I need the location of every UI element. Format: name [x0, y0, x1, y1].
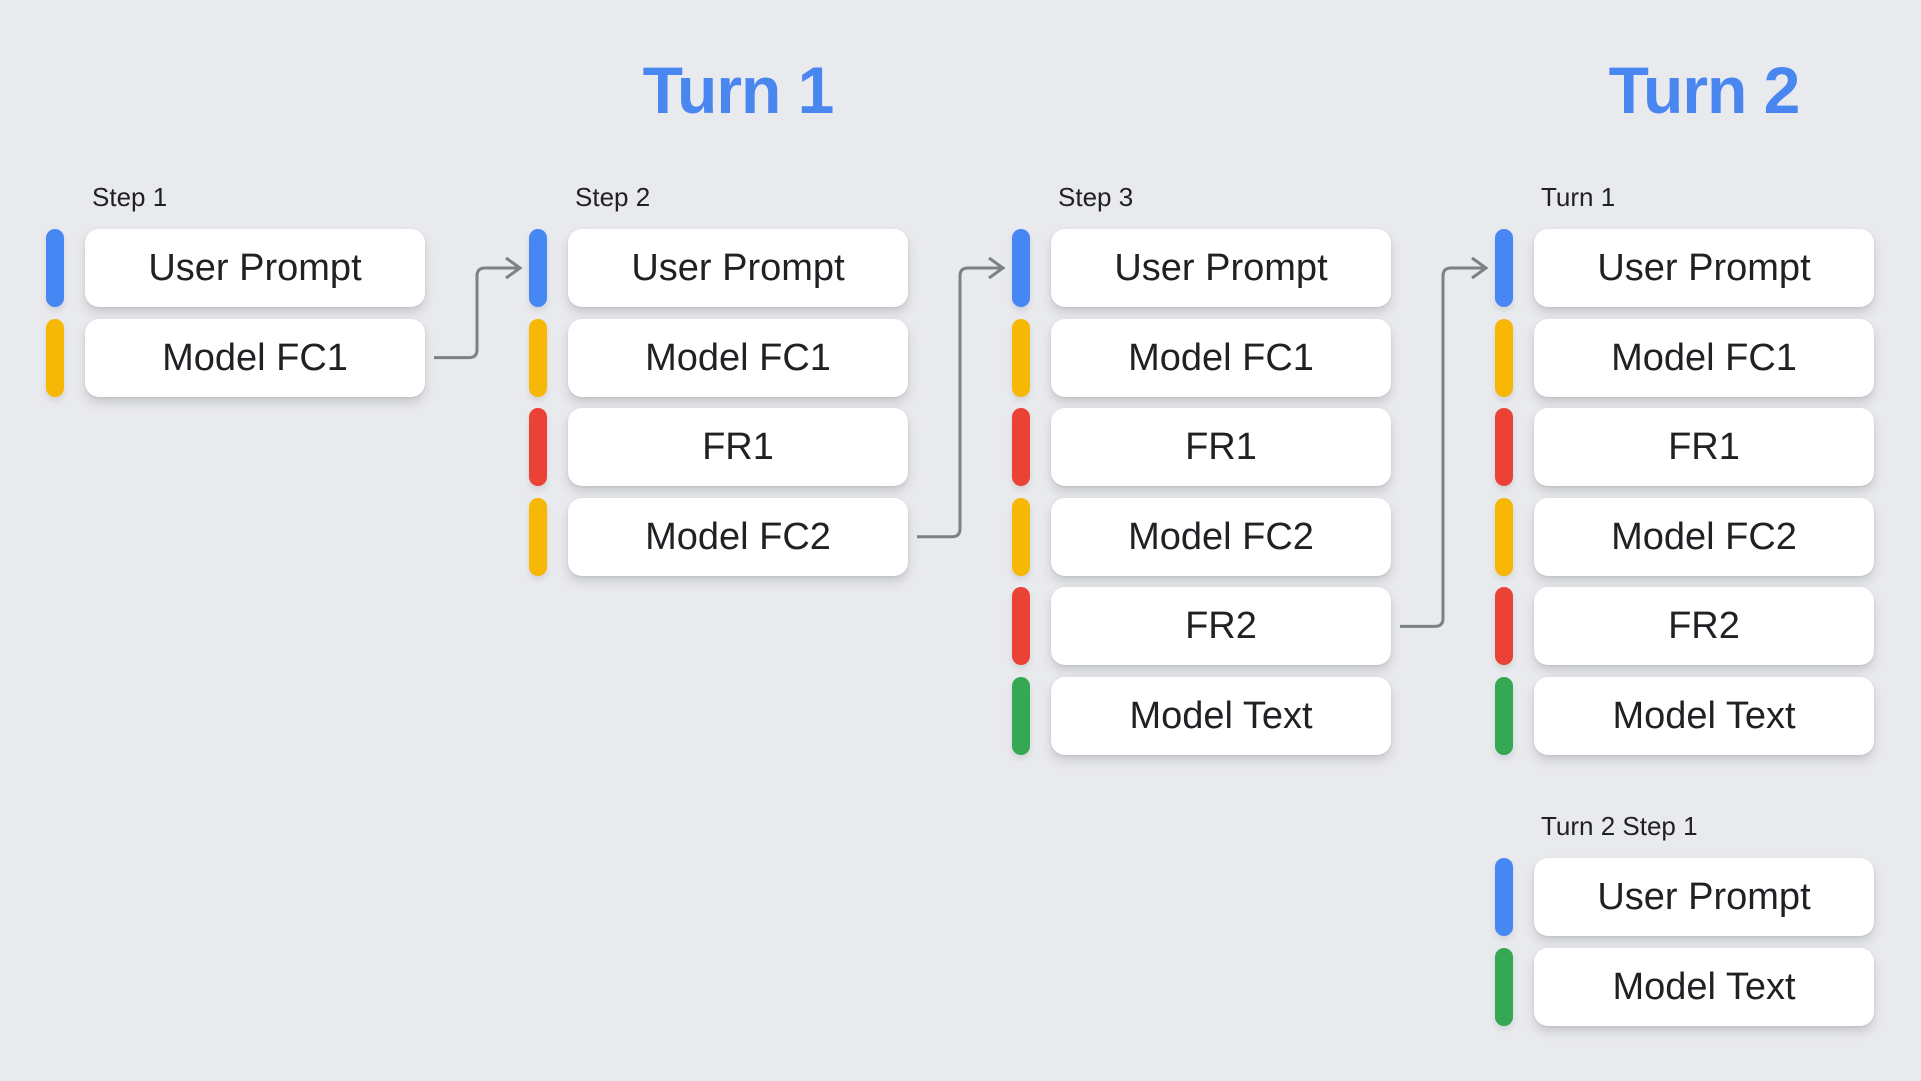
message-box: User Prompt — [568, 229, 908, 307]
user-prompt-color-bar-icon — [529, 229, 547, 307]
user-prompt-color-bar-icon — [1495, 858, 1513, 936]
user-prompt-color-bar-icon — [1495, 229, 1513, 307]
function-response-color-bar-icon — [529, 408, 547, 486]
column-label: Step 1 — [92, 182, 168, 212]
function-response-color-bar-icon — [1495, 408, 1513, 486]
message-label: Model FC1 — [1128, 336, 1314, 379]
message-label: Model Text — [1129, 694, 1313, 737]
column-label: Turn 2 Step 1 — [1541, 811, 1698, 841]
message-box: Model Text — [1051, 677, 1391, 755]
flow-arrow-line — [1400, 266, 1483, 628]
message-box: FR2 — [1534, 587, 1874, 665]
message-box: Model FC2 — [568, 498, 908, 576]
user-prompt-color-bar-icon — [1012, 229, 1030, 307]
flow-arrow-line — [434, 266, 517, 360]
flow-arrow-line — [917, 266, 1000, 539]
model-function-call-color-bar-icon — [529, 498, 547, 576]
message-label: Model FC1 — [162, 336, 348, 379]
message-box: FR2 — [1051, 587, 1391, 665]
model-text-color-bar-icon — [1495, 677, 1513, 755]
message-label: User Prompt — [1597, 246, 1811, 289]
message-box: User Prompt — [1051, 229, 1391, 307]
turn-2-header: Turn 2 — [1608, 53, 1801, 127]
model-function-call-color-bar-icon — [1012, 498, 1030, 576]
model-function-call-color-bar-icon — [1012, 319, 1030, 397]
message-label: Model FC2 — [1128, 515, 1314, 558]
message-box: Model FC1 — [1534, 319, 1874, 397]
turn-1-header: Turn 1 — [642, 53, 835, 127]
message-box: Model FC2 — [1051, 498, 1391, 576]
message-label: User Prompt — [631, 246, 845, 289]
model-function-call-color-bar-icon — [529, 319, 547, 397]
message-box: Model Text — [1534, 948, 1874, 1026]
function-response-color-bar-icon — [1012, 408, 1030, 486]
function-response-color-bar-icon — [1495, 587, 1513, 665]
function-response-color-bar-icon — [1012, 587, 1030, 665]
message-label: FR2 — [1185, 604, 1257, 647]
column-label: Turn 1 — [1541, 182, 1616, 212]
message-label: FR1 — [1185, 425, 1257, 468]
message-box: User Prompt — [1534, 858, 1874, 936]
message-box: User Prompt — [85, 229, 425, 307]
model-function-call-color-bar-icon — [46, 319, 64, 397]
message-label: Model FC1 — [1611, 336, 1797, 379]
message-label: Model FC2 — [645, 515, 831, 558]
model-text-color-bar-icon — [1495, 948, 1513, 1026]
message-label: FR1 — [702, 425, 774, 468]
message-box: Model FC2 — [1534, 498, 1874, 576]
arrowhead-icon — [505, 256, 523, 280]
arrowhead-icon — [988, 256, 1006, 280]
column-label: Step 3 — [1058, 182, 1134, 212]
message-box: FR1 — [568, 408, 908, 486]
arrowhead-icon — [1471, 256, 1489, 280]
message-box: FR1 — [1534, 408, 1874, 486]
user-prompt-color-bar-icon — [46, 229, 64, 307]
message-box: User Prompt — [1534, 229, 1874, 307]
model-function-call-color-bar-icon — [1495, 319, 1513, 397]
model-text-color-bar-icon — [1012, 677, 1030, 755]
message-box: Model FC1 — [568, 319, 908, 397]
model-function-call-color-bar-icon — [1495, 498, 1513, 576]
message-label: Model FC2 — [1611, 515, 1797, 558]
message-label: FR2 — [1668, 604, 1740, 647]
message-label: User Prompt — [148, 246, 362, 289]
message-box: FR1 — [1051, 408, 1391, 486]
message-label: Model FC1 — [645, 336, 831, 379]
message-label: FR1 — [1668, 425, 1740, 468]
column-label: Step 2 — [575, 182, 651, 212]
message-label: User Prompt — [1597, 875, 1811, 918]
message-box: Model FC1 — [1051, 319, 1391, 397]
message-label: Model Text — [1612, 965, 1796, 1008]
message-label: Model Text — [1612, 694, 1796, 737]
message-label: User Prompt — [1114, 246, 1328, 289]
message-box: Model FC1 — [85, 319, 425, 397]
message-box: Model Text — [1534, 677, 1874, 755]
